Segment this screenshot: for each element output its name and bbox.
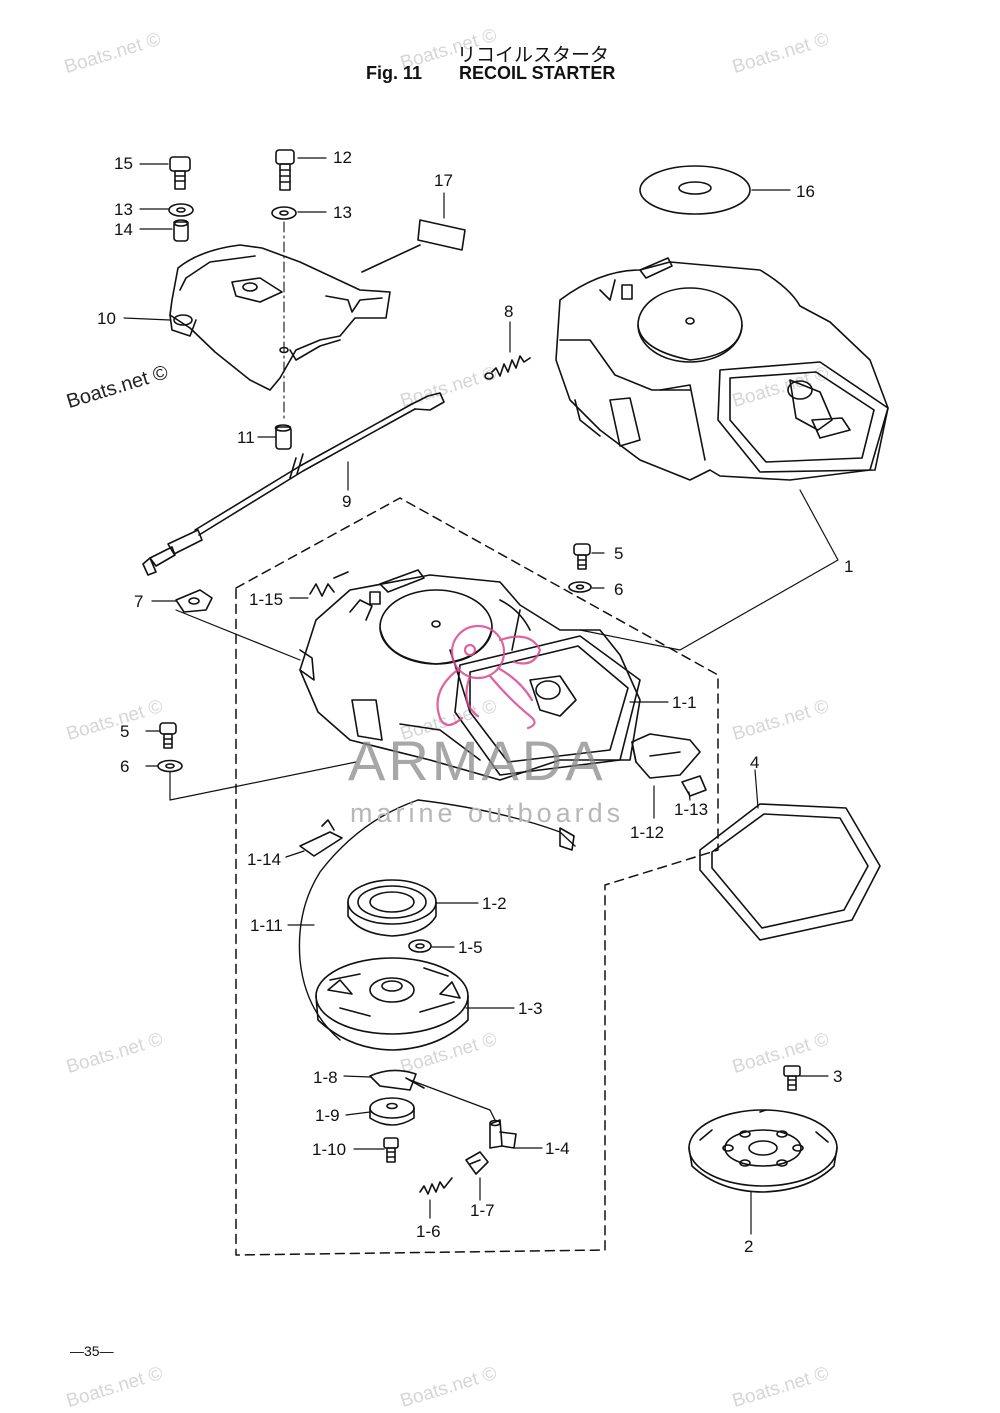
callout-5: 5 [614,544,624,563]
part-5-bolt [573,543,591,570]
callout-1-7: 1-7 [470,1201,495,1220]
callout-1-2: 1-2 [482,894,507,913]
callout-6: 6 [614,580,624,599]
part-13-washer [168,203,194,217]
callout-9: 9 [342,492,352,511]
part-10-cover [169,244,391,391]
callout-10: 10 [97,309,116,328]
callout-11: 11 [237,428,255,447]
callout-2: 2 [744,1237,754,1256]
callout-1-14: 1-14 [247,850,282,869]
figure-number: Fig. 11 [366,63,423,83]
part-4-gasket [699,803,881,941]
part-1-1-handle [631,733,701,779]
part-13-washer [271,206,297,220]
part-1-15-spring [309,571,349,597]
callout-1-11: 1-11 [250,916,283,935]
part-9-cable [142,392,445,576]
brand-tagline: marine outboards [350,798,625,828]
callout-1: 1 [844,557,854,576]
callout-1-9: 1-9 [315,1106,340,1125]
callout-1-12: 1-12 [630,823,665,842]
part-1-6-spring [419,1177,453,1195]
callout-1-4: 1-4 [545,1139,570,1158]
part-1-5-nut [408,939,432,953]
part-12-bolt [275,149,295,191]
part-15-bolt [169,156,191,190]
callout-7: 7 [134,592,144,611]
callout-16: 16 [796,182,815,201]
callout-8: 8 [504,302,514,321]
part-6-washer [157,759,183,773]
part-1-10-bolt [383,1137,399,1163]
title-japanese: リコイルスタータ [457,44,610,66]
callout-1-6: 1-6 [416,1222,441,1241]
callout-1-13: 1-13 [674,800,709,819]
page-number: —35— [70,1343,114,1359]
part-5-bolt [159,722,177,749]
part-1-2-spiral-spring [347,879,437,937]
part-1-14-clip [299,819,343,857]
part-1-starter-assembly [555,257,889,481]
part-1-13-insert [681,775,707,797]
callout-17: 17 [434,171,453,190]
subassembly-boundary [235,497,719,1256]
callout-14: 14 [114,220,133,239]
leader-lines [123,157,839,1235]
callout-1-5: 1-5 [458,938,483,957]
part-6-washer [568,581,592,593]
starter-housing [299,569,641,781]
callout-1-10: 1-10 [312,1140,347,1159]
part-17-label-plate [361,219,466,273]
figure-title: RECOIL STARTER [459,63,616,83]
callout-1-3: 1-3 [518,999,543,1018]
part-1-4-pawl [489,1119,517,1149]
part-1-9-drive-plate [369,1097,415,1126]
part-2-pulley [688,1109,838,1193]
callout-1-8: 1-8 [313,1068,338,1087]
callout-13: 13 [114,200,133,219]
part-8-spring [484,355,531,380]
part-16-disc [639,165,751,215]
part-14-collar [173,219,189,242]
callout-1-1: 1-1 [672,693,697,712]
part-3-bolt [783,1065,801,1091]
part-1-3-reel [315,957,469,1051]
brand-name: ARMADA [348,729,606,792]
callout-4: 4 [750,753,760,772]
part-1-7-pawl [465,1151,489,1175]
brand-logo-mark [436,624,542,730]
callout-13: 13 [333,203,352,222]
part-11-collar [274,424,292,450]
callout-3: 3 [833,1067,843,1086]
callout-5: 5 [120,722,130,741]
callout-15: 15 [114,154,133,173]
part-1-11-rope [298,799,419,1041]
callout-1-15: 1-15 [249,590,284,609]
part-1-8-plate [369,1069,417,1091]
callout-6: 6 [120,757,130,776]
callout-12: 12 [333,148,352,167]
part-7-clamp [175,589,213,613]
